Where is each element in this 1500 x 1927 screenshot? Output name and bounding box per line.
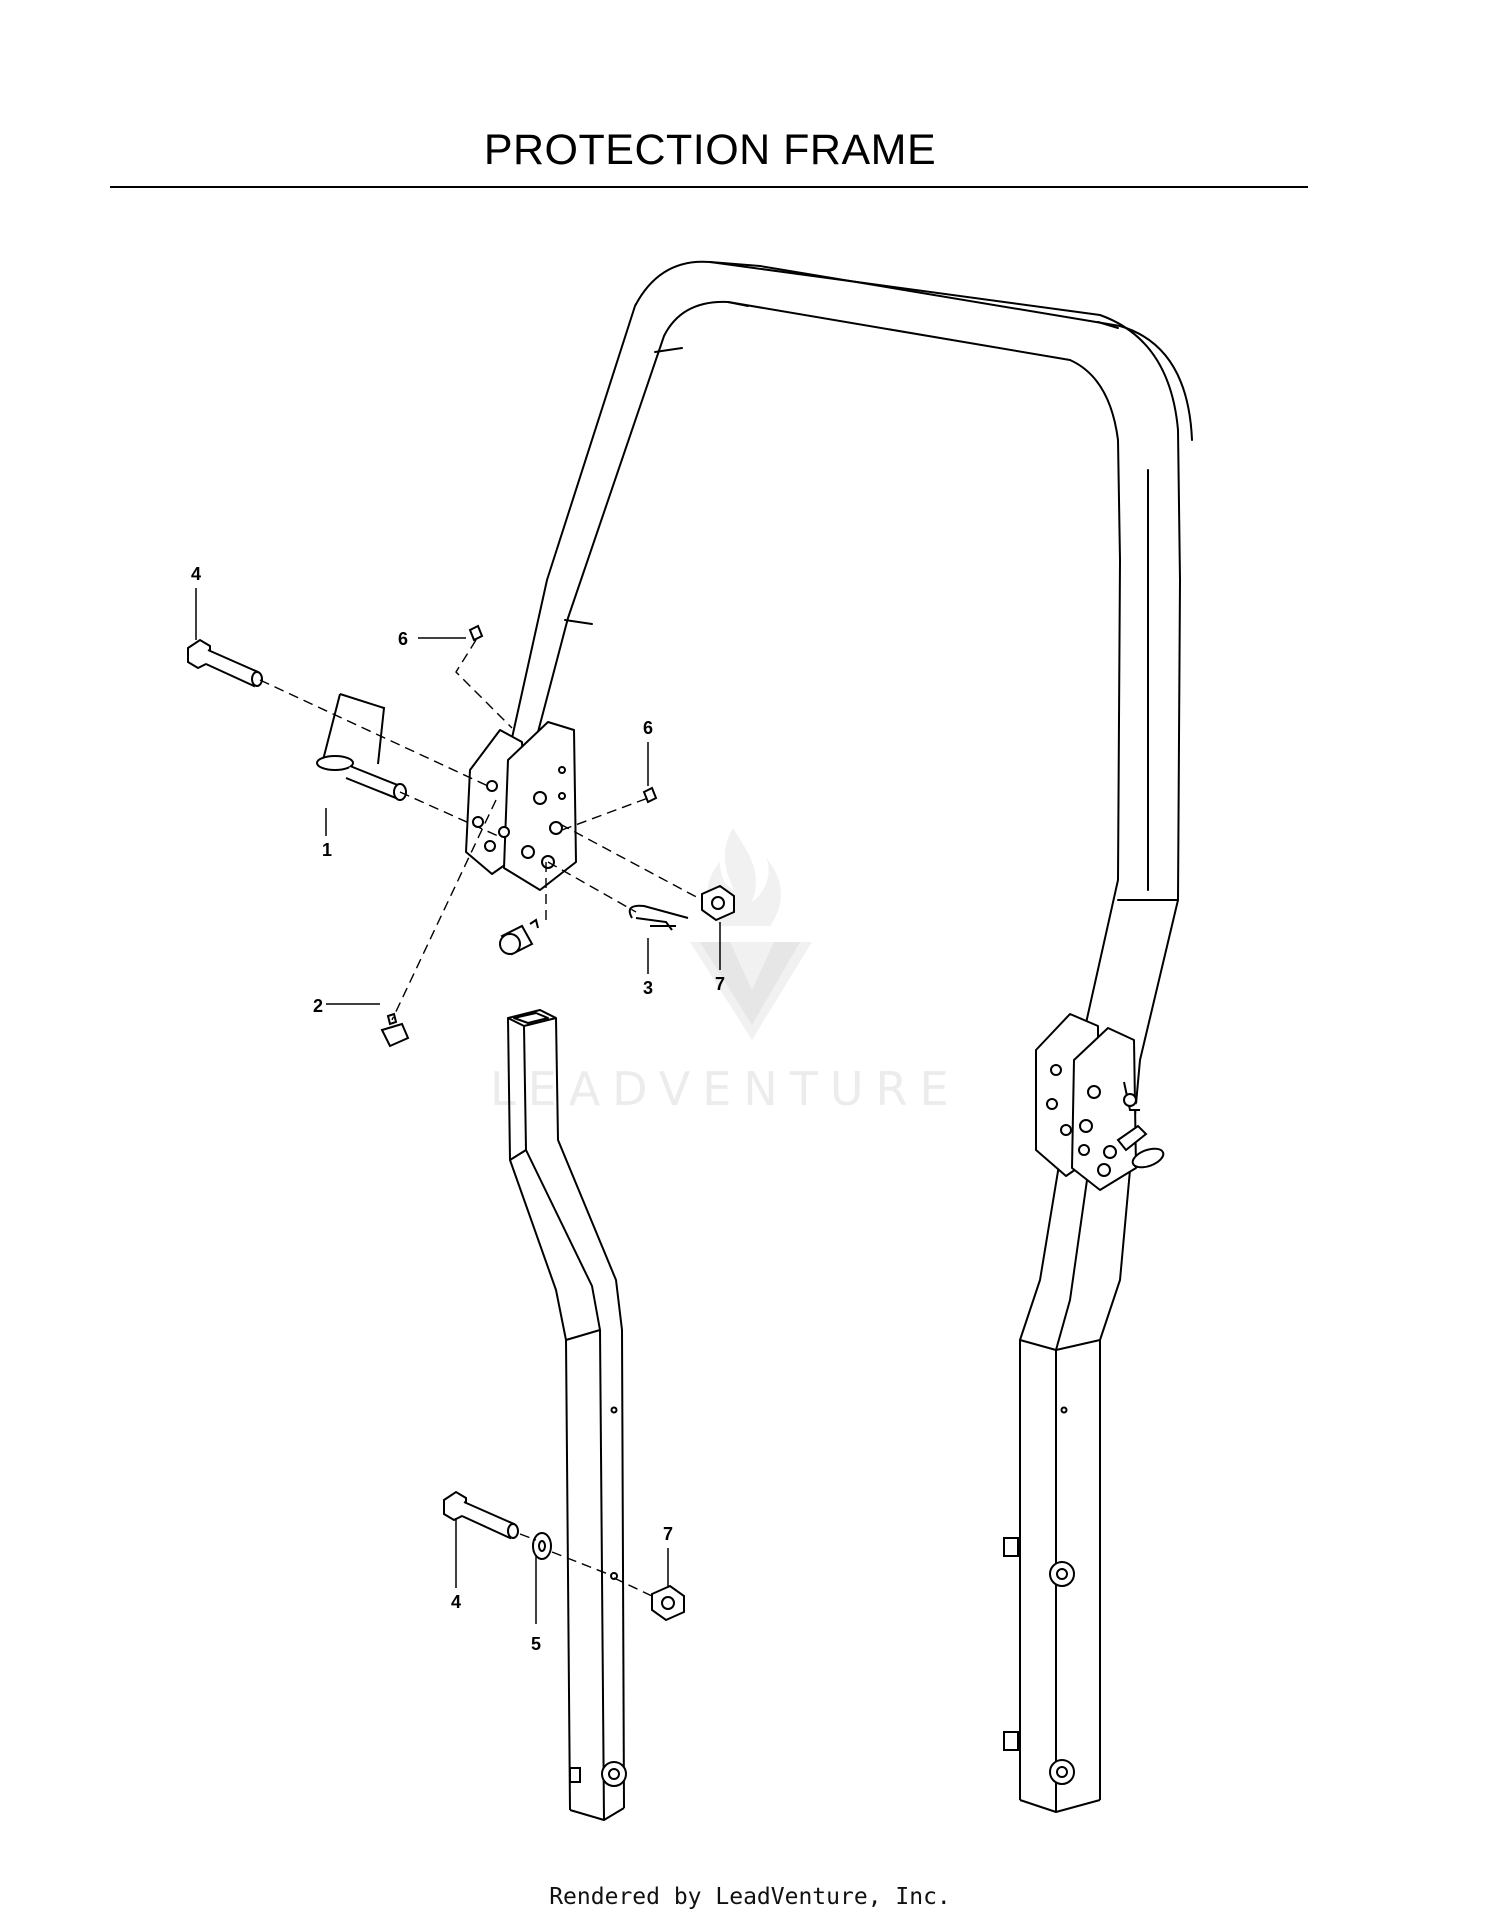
callout-6-left: 6 <box>398 629 408 649</box>
callout-3: 3 <box>643 978 653 998</box>
callout-4-bottom: 4 <box>451 1592 461 1612</box>
grease-fitting-part-6-left <box>468 624 484 642</box>
lynch-pin-part-1 <box>316 693 407 801</box>
hair-pin-clip-part-3 <box>628 904 689 931</box>
callout-4-top: 4 <box>191 564 201 584</box>
cap-part-2 <box>380 1012 410 1048</box>
left-lower-tube <box>507 1009 625 1821</box>
left-upper-bracket <box>465 721 577 891</box>
grease-fitting-part-6-right <box>642 786 658 804</box>
callout-7-top: 7 <box>715 974 725 994</box>
watermark-text: LEADVENTURE <box>490 1062 961 1116</box>
nut-part-7-upper <box>701 884 735 922</box>
right-installed-pin <box>1116 1081 1165 1169</box>
callout-1: 1 <box>322 840 332 860</box>
callout-5: 5 <box>531 1634 541 1654</box>
callout-leaders <box>195 588 721 1624</box>
bolt-part-4-upper <box>187 638 263 688</box>
page-title: PROTECTION FRAME <box>483 126 937 174</box>
right-upper-bracket <box>1035 1013 1137 1191</box>
left-bottom-nut <box>569 1761 627 1787</box>
callout-2: 2 <box>313 996 323 1016</box>
nut-part-7-lower <box>651 1584 685 1622</box>
callout-7-bottom: 7 <box>663 1524 673 1544</box>
footer-credit: Rendered by LeadVenture, Inc. <box>549 1884 951 1910</box>
assembly-lines <box>259 639 703 1597</box>
watermark-logo <box>690 828 812 1040</box>
washer-part-5 <box>532 1532 552 1560</box>
roll-bar-upper <box>511 260 1193 1061</box>
callout-6-right: 6 <box>643 718 653 738</box>
title-divider <box>110 186 1308 188</box>
right-side-bolts <box>1003 1537 1075 1785</box>
cap-installed <box>499 918 539 956</box>
bolt-part-4-lower <box>443 1490 519 1540</box>
